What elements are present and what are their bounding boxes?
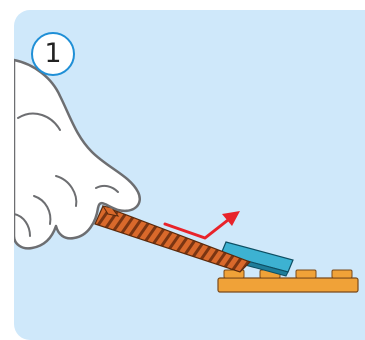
- red-bent-arrow-icon: [163, 211, 240, 240]
- gloved-hand-icon: [14, 58, 141, 250]
- brick-separator-tool-icon: [94, 205, 252, 273]
- step-number-badge: 1: [31, 32, 75, 76]
- step-number: 1: [44, 38, 62, 69]
- orange-lego-plate-icon: [217, 269, 359, 293]
